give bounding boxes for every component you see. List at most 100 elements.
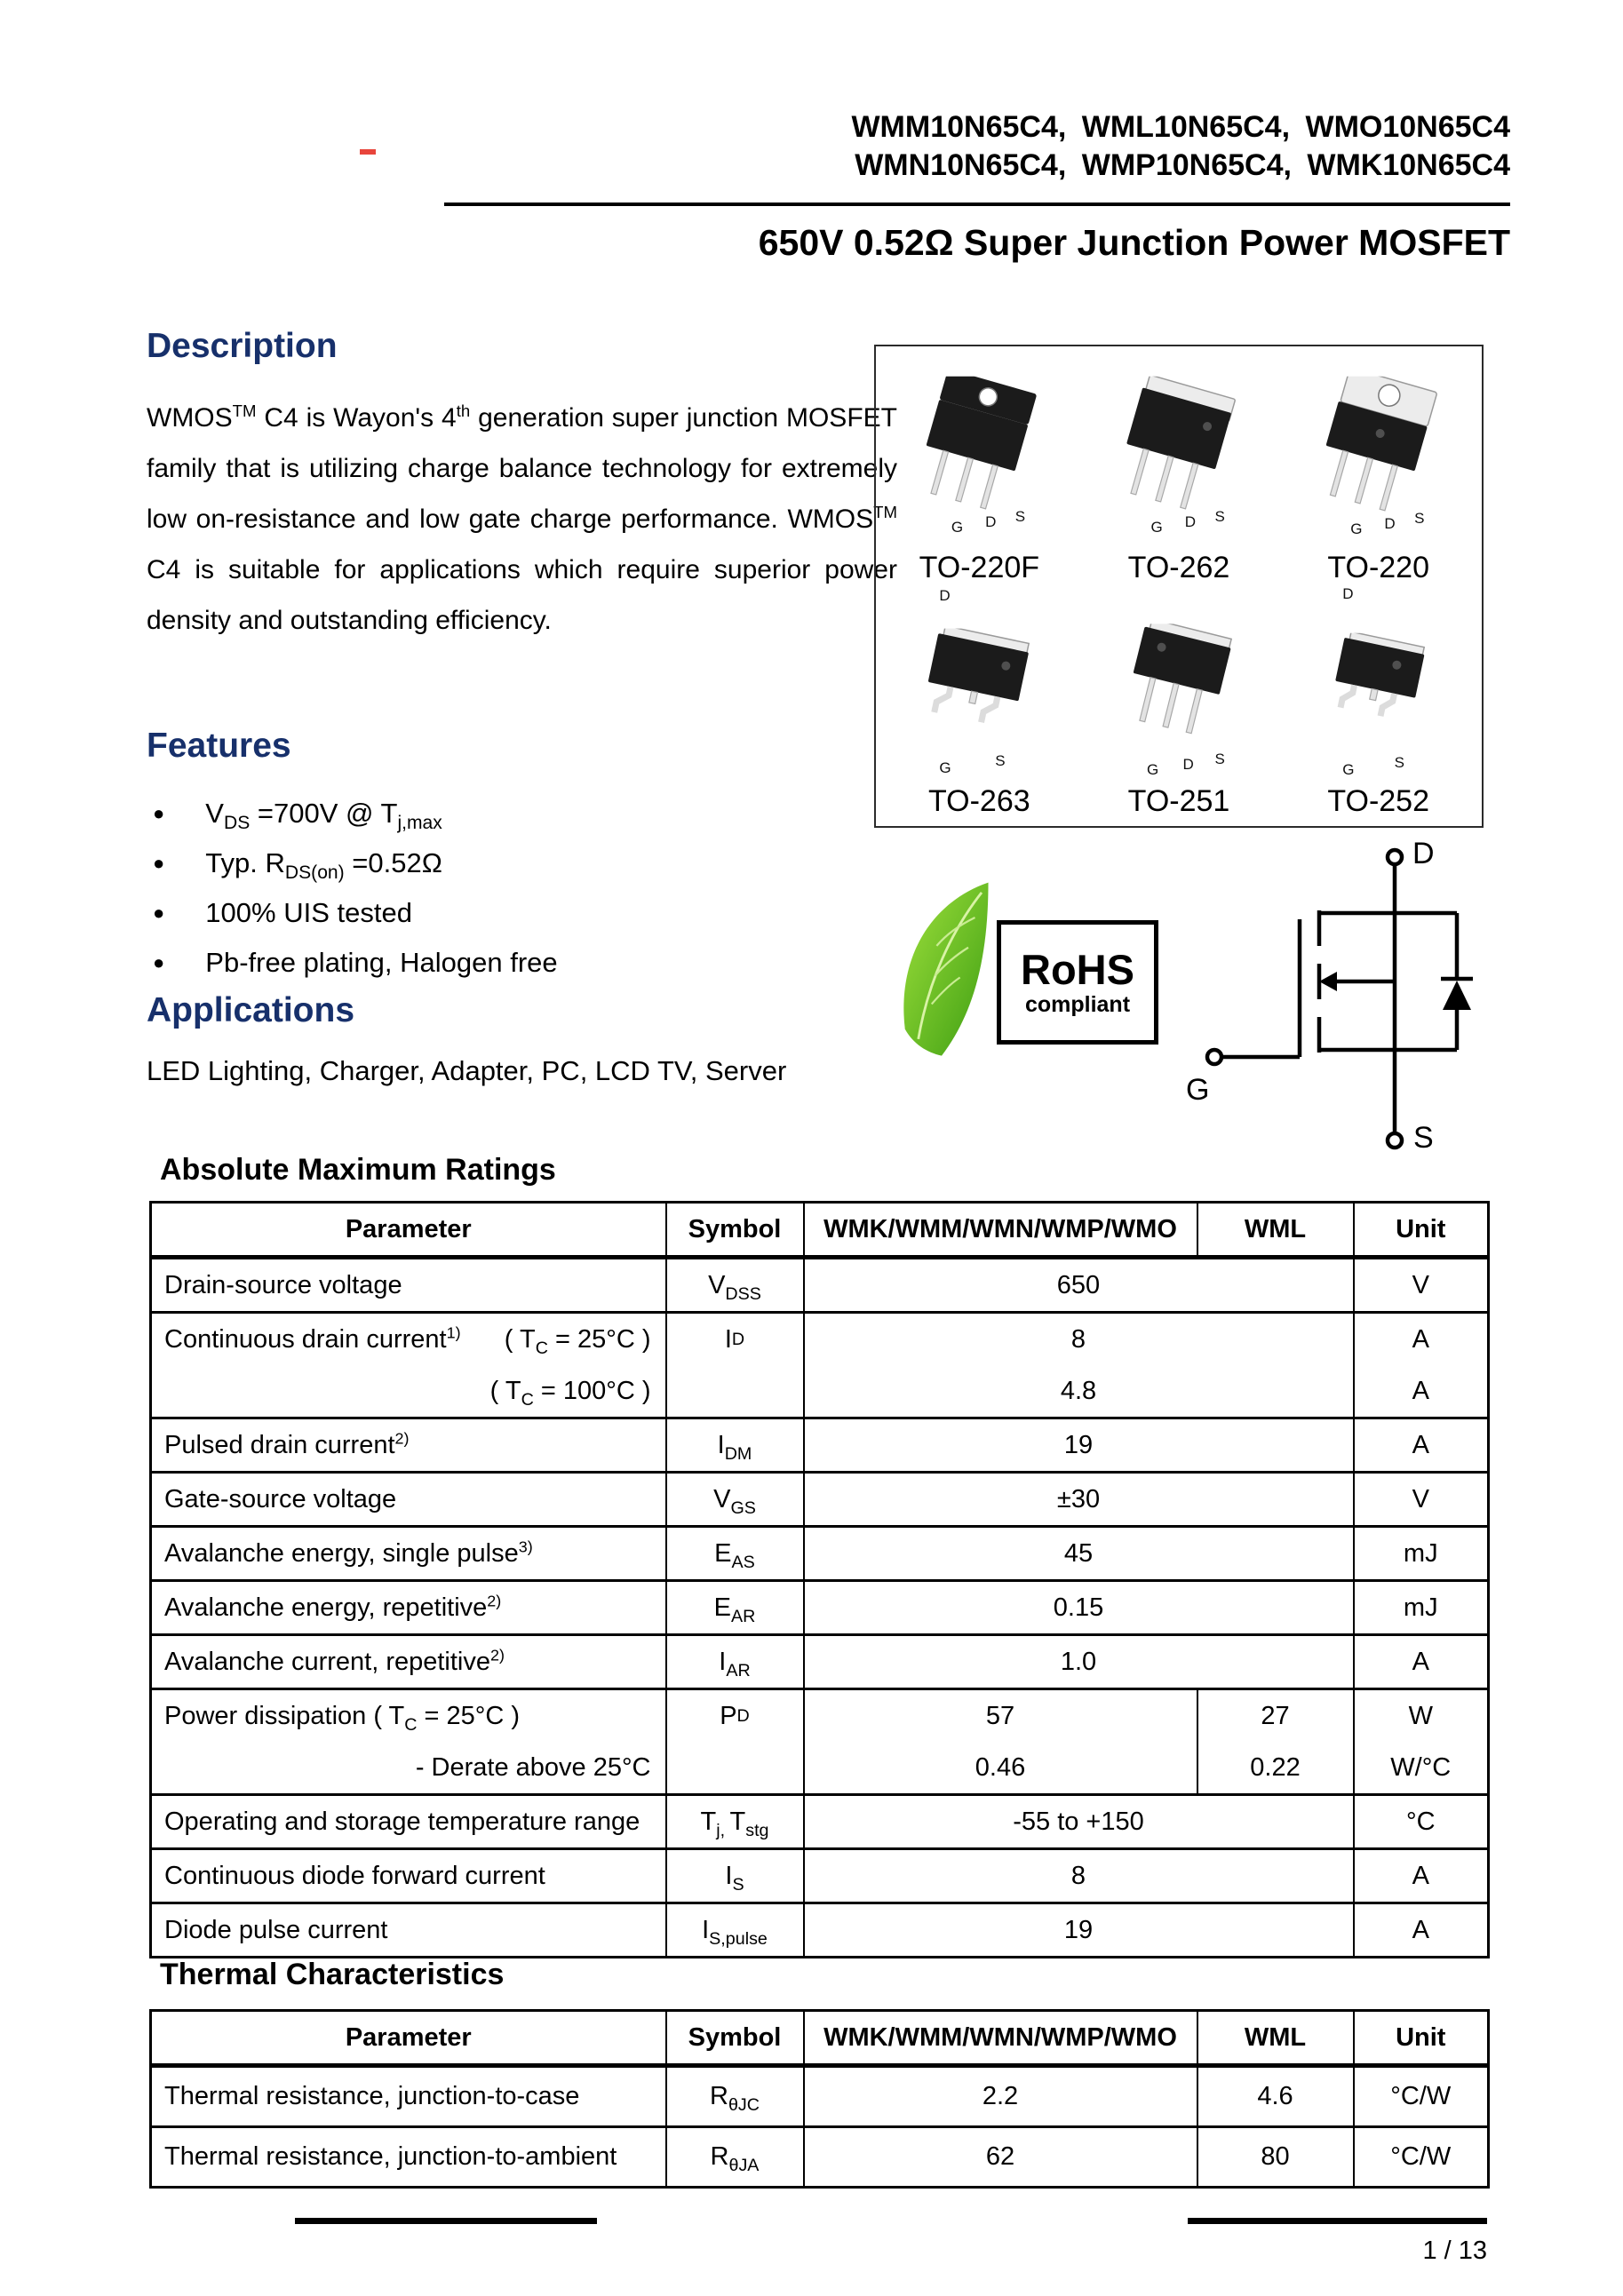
pin-label-source: S [995, 752, 1006, 769]
package-caption: TO-220 [1327, 551, 1429, 584]
pin-label-gate: G [939, 759, 951, 776]
param-cell: Pulsed drain current2) [149, 1417, 667, 1474]
pin-label-drain: D [939, 587, 951, 604]
red-dash-mark [360, 149, 376, 155]
param-cell: Drain-source voltage [149, 1256, 667, 1314]
param-cell: Avalanche energy, single pulse3) [149, 1525, 667, 1582]
unit-cell: A [1352, 1902, 1490, 1958]
to220f-illustration [927, 376, 1037, 510]
package-row-bottom: D G S TO-263 [879, 585, 1478, 819]
feature-item: 100% UIS tested [153, 888, 899, 938]
col-wmk-group: WMK/WMM/WMN/WMP/WMO [802, 2009, 1198, 2068]
param-cell: Operating and storage temperature range [149, 1793, 667, 1850]
unit-cell: V [1352, 1471, 1490, 1528]
symbol-cell: IAR [664, 1633, 805, 1690]
unit-cell: °C/W [1352, 2125, 1490, 2189]
footer-rule-right [1188, 2218, 1487, 2224]
applications-heading: Applications [147, 991, 355, 1029]
rohs-compliant-label: compliant [1024, 992, 1131, 1017]
param-cell: Avalanche current, repetitive2) [149, 1633, 667, 1690]
value-cell: ±30 [802, 1471, 1355, 1528]
param-cell: Power dissipation ( TC = 25°C ) - Derate… [149, 1688, 667, 1796]
drain-label: D [1412, 837, 1435, 870]
col-wml: WML [1196, 2009, 1355, 2068]
mosfet-symbol-drawing [1205, 847, 1473, 1150]
value-cell: 19 [802, 1902, 1355, 1958]
condition-text: ( TC = 100°C ) [489, 1376, 651, 1410]
package-to262: G D S TO-262 [1079, 352, 1279, 585]
symbol-cell: EAS [664, 1525, 805, 1582]
amr-header-row: Parameter Symbol WMK/WMM/WMN/WMP/WMO WML… [149, 1201, 1490, 1259]
col-parameter: Parameter [149, 2009, 667, 2068]
value-cell-wml: 27 0.22 [1196, 1688, 1355, 1796]
package-to251: G D S TO-251 [1079, 585, 1279, 819]
package-photo: D G S [1278, 585, 1478, 783]
table-row-iar: Avalanche current, repetitive2) IAR 1.0 … [149, 1633, 1490, 1690]
unit-cell: °C/W [1352, 2064, 1490, 2128]
param-text: Power dissipation ( TC = 25°C ) [164, 1701, 521, 1735]
value-cell-wmk: 62 [802, 2125, 1198, 2189]
package-caption: TO-220F [919, 551, 1040, 584]
feature-text: Pb-free plating, Halogen free [205, 947, 558, 978]
symbol-cell: EAR [664, 1579, 805, 1636]
symbol-cell: RθJC [664, 2064, 805, 2128]
source-label: S [1413, 1121, 1434, 1155]
table-row-idm: Pulsed drain current2) IDM 19 A [149, 1417, 1490, 1474]
package-caption: TO-263 [928, 784, 1030, 818]
thermal-heading: Thermal Characteristics [160, 1958, 505, 1991]
feature-item: Pb-free plating, Halogen free [153, 938, 899, 988]
pin-label-drain: D [1182, 756, 1194, 773]
leaf-icon [903, 882, 989, 1056]
unit-cell: A A [1352, 1311, 1490, 1419]
param-cell: Thermal resistance, junction-to-case [149, 2064, 667, 2128]
to220-illustration [1325, 376, 1437, 512]
feature-text: 100% UIS tested [205, 897, 412, 928]
package-to220: G D S TO-220 [1278, 352, 1478, 585]
feature-item: Typ. RDS(on) =0.52Ω [153, 838, 899, 888]
part-numbers: WMM10N65C4, WML10N65C4, WMO10N65C4 WMN10… [851, 108, 1510, 185]
to262-illustration [1126, 376, 1236, 510]
value-cell: 19 [802, 1417, 1355, 1474]
table-row-vdss: Drain-source voltage VDSS 650 V [149, 1256, 1490, 1314]
package-caption: TO-262 [1127, 551, 1230, 584]
pin-label-gate: G [1150, 519, 1163, 536]
package-photo: G D S [879, 352, 1079, 549]
package-to252: D G S TO-252 [1278, 585, 1478, 819]
col-symbol: Symbol [664, 2009, 805, 2068]
page-number: 1 / 13 [1422, 2236, 1487, 2265]
pin-label-gate: G [1350, 520, 1363, 537]
features-list: VDS =700V @ Tj,max Typ. RDS(on) =0.52Ω 1… [153, 789, 899, 988]
gate-label: G [1186, 1073, 1210, 1107]
value-cell-wml: 4.6 [1196, 2064, 1355, 2128]
value-cell: 0.15 [802, 1579, 1355, 1636]
col-symbol: Symbol [664, 1201, 805, 1259]
page-title: 650V 0.52Ω Super Junction Power MOSFET [758, 222, 1510, 263]
param-text: Continuous drain current1) [164, 1323, 461, 1354]
pin-label-source: S [1394, 754, 1404, 771]
part-numbers-line2: WMN10N65C4, WMP10N65C4, WMK10N65C4 [855, 148, 1510, 182]
rohs-badge: RoHS compliant [997, 920, 1158, 1045]
unit-cell: °C [1352, 1793, 1490, 1850]
table-row-eas: Avalanche energy, single pulse3) EAS 45 … [149, 1525, 1490, 1582]
col-wmk-group: WMK/WMM/WMN/WMP/WMO [802, 1201, 1198, 1259]
table-row-vgs: Gate-source voltage VGS ±30 V [149, 1471, 1490, 1528]
pin-label-source: S [1214, 508, 1225, 525]
table-row-tj: Operating and storage temperature range … [149, 1793, 1490, 1850]
value-cell: 1.0 [802, 1633, 1355, 1690]
thermal-table: Parameter Symbol WMK/WMM/WMN/WMP/WMO WML… [149, 2009, 1490, 2189]
package-to220f: G D S TO-220F [879, 352, 1079, 585]
pin-label-source: S [1414, 510, 1425, 527]
mosfet-symbol: D G S [1186, 835, 1515, 1164]
package-caption: TO-251 [1127, 784, 1230, 818]
unit-cell: W W/°C [1352, 1688, 1490, 1796]
symbol-cell: VGS [664, 1471, 805, 1528]
footer-rule-left [295, 2218, 597, 2224]
symbol-cell: RθJA [664, 2125, 805, 2189]
features-heading: Features [147, 727, 291, 765]
applications-text: LED Lighting, Charger, Adapter, PC, LCD … [147, 1055, 787, 1086]
unit-cell: mJ [1352, 1525, 1490, 1582]
value-cell: -55 to +150 [802, 1793, 1355, 1850]
col-unit: Unit [1352, 2009, 1490, 2068]
